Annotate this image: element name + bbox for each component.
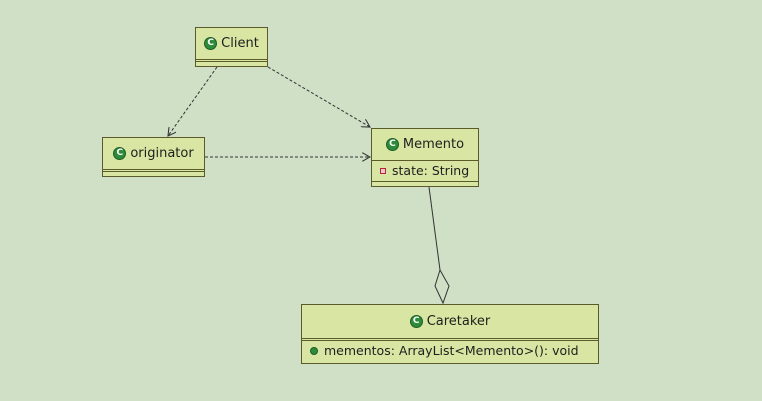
class-originator[interactable]: C originator <box>102 137 205 177</box>
dependency-client-originator[interactable] <box>168 66 218 136</box>
method-compartment <box>196 61 267 63</box>
class-icon: C <box>409 315 423 328</box>
class-header: C Client <box>196 28 267 59</box>
method-compartment <box>372 181 478 183</box>
attribute-compartment <box>196 59 267 61</box>
class-name: Caretaker <box>426 314 491 329</box>
dependency-client-memento[interactable] <box>267 66 370 127</box>
attribute-compartment <box>103 169 204 171</box>
class-name: originator <box>130 146 194 161</box>
aggregation-diamond <box>434 268 450 305</box>
private-field-icon <box>380 167 386 174</box>
method-compartment-divider <box>302 340 598 341</box>
method-text: mementos: ArrayList<Memento>(): void <box>324 343 579 358</box>
attribute-row[interactable]: state: String <box>372 161 478 181</box>
class-header: C originator <box>103 138 204 169</box>
public-method-icon <box>310 346 318 355</box>
attribute-text: state: String <box>392 163 470 178</box>
class-icon: C <box>113 147 127 160</box>
method-compartment <box>103 171 204 173</box>
class-icon: C <box>385 138 399 151</box>
class-name: Memento <box>402 137 465 152</box>
class-caretaker[interactable]: C Caretaker mementos: ArrayList<Memento>… <box>301 304 599 364</box>
class-header: C Memento <box>372 129 478 160</box>
class-memento[interactable]: C Memento state: String <box>371 128 479 187</box>
aggregation-caretaker-memento[interactable] <box>428 186 441 271</box>
class-name: Client <box>221 36 259 51</box>
attribute-compartment-divider <box>372 160 478 161</box>
class-header: C Caretaker <box>302 305 598 338</box>
method-row[interactable]: mementos: ArrayList<Memento>(): void <box>302 341 598 362</box>
attribute-compartment <box>302 338 598 340</box>
class-client[interactable]: C Client <box>195 27 268 67</box>
class-icon: C <box>204 37 218 50</box>
